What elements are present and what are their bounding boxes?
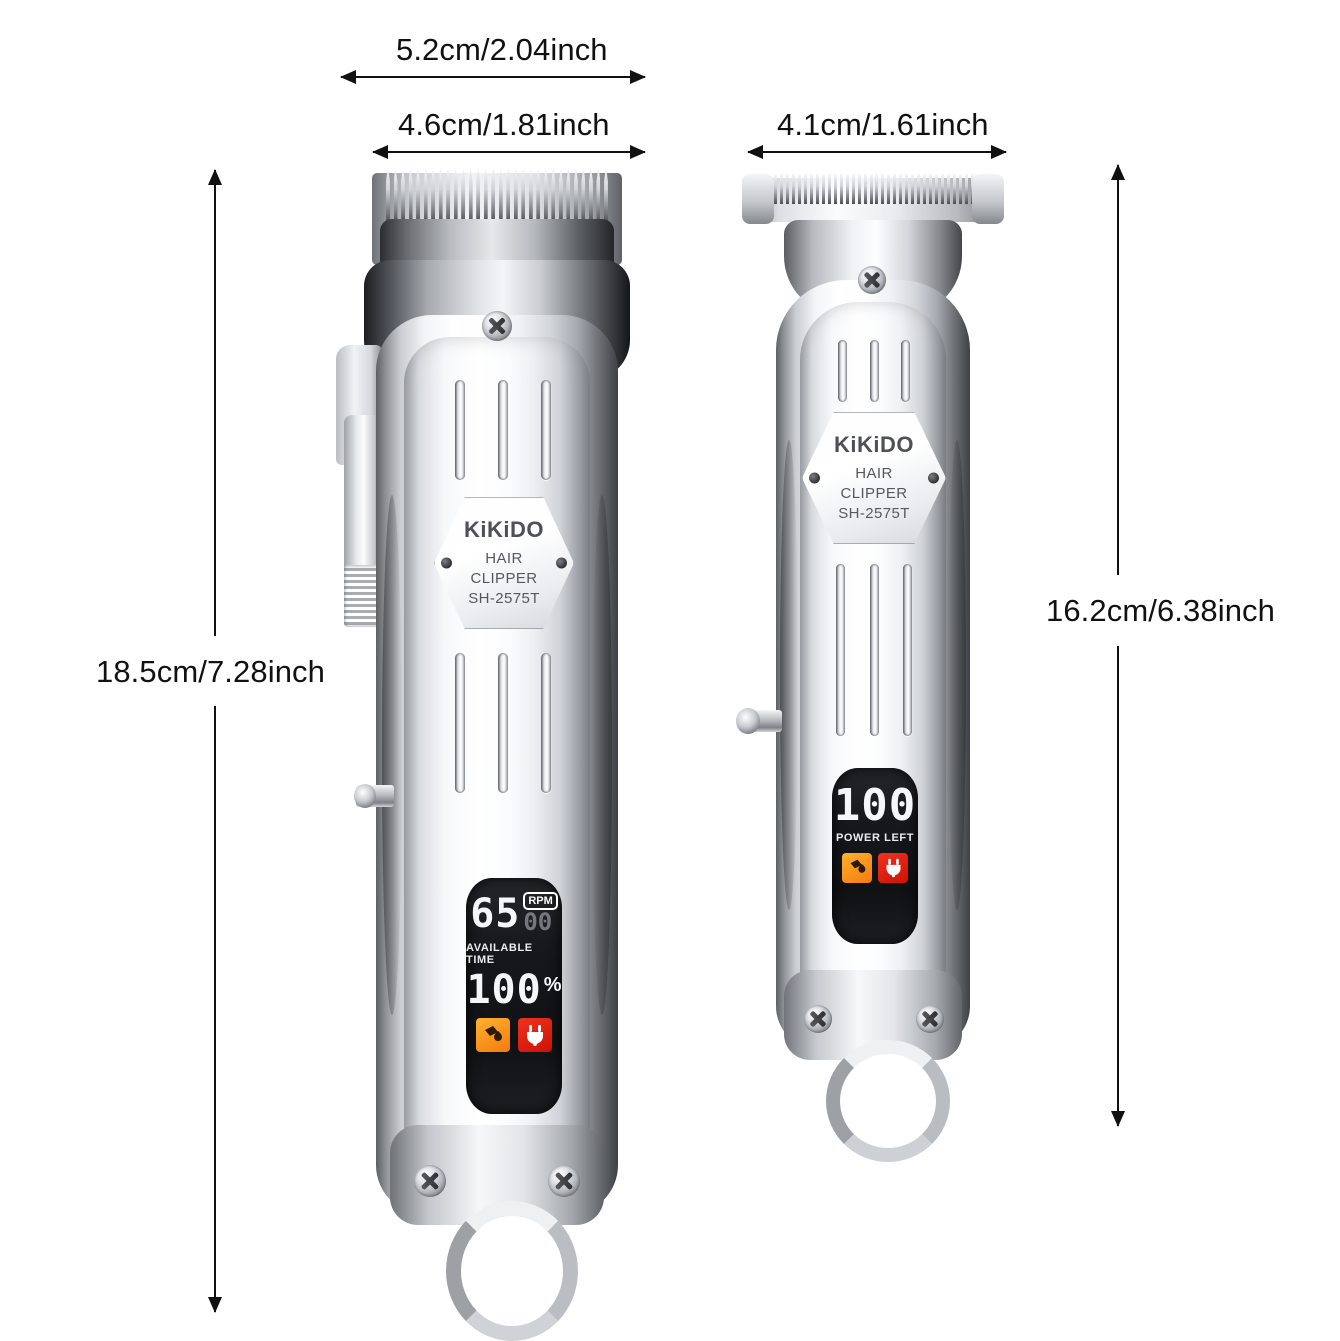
led-rpm-unit: RPM [523,892,558,910]
vent-slot [836,564,845,736]
trimmer-bottom-screw-left [804,1005,832,1033]
dimension-arrow-clipper-height-lower [214,706,216,1312]
dimension-arrow-clipper-blade-width [373,151,645,153]
trimmer-upper-vent-slots [838,340,910,402]
trimmer-hanging-loop [826,1040,950,1162]
badge-line-1: HAIR [855,465,893,482]
vent-slot [498,653,508,793]
t-blade-right-shoulder [972,174,1004,224]
dimension-arrow-trimmer-blade-width [748,151,1006,153]
badge-model-number: SH-2575T [838,505,910,522]
badge-rivet-left [441,557,452,569]
blade-teeth [386,167,608,223]
dimension-label-clipper-height: 18.5cm/7.28inch [96,654,325,689]
power-plug-icon [878,852,908,883]
badge-rivet-left [809,472,820,484]
bottom-screw-right [548,1165,580,1197]
body-contour-right [592,495,612,1015]
dimension-arrow-clipper-top-width [341,76,645,78]
vent-slot [455,653,465,793]
bottom-screw-left [414,1165,446,1197]
led-available-time-caption: AVAILABLE TIME [466,942,533,966]
badge-line-2: CLIPPER [470,570,538,587]
led-battery-row: 100 % [466,967,562,1013]
t-blade-teeth [774,174,974,204]
top-screw [482,311,512,341]
dimension-arrow-trimmer-height-lower [1117,646,1119,1126]
trimmer-top-screw [858,266,886,294]
trimmer-led-power-left-caption: POWER LEFT [835,831,915,844]
side-pin-cap [354,784,376,808]
led-speed-trailing: 00 [523,908,553,936]
badge-line-1: HAIR [485,550,523,567]
vent-slot [541,380,551,480]
t-blade-left-shoulder [742,174,774,224]
badge-line-2: CLIPPER [840,485,908,502]
trimmer-led-battery-row: 100 [833,780,917,831]
badge-brand-name: KiKiDO [464,517,544,542]
dimension-label-trimmer-height: 16.2cm/6.38inch [1046,593,1275,628]
trimmer-led-display: 100 POWER LEFT [832,768,918,944]
taper-lever-grip[interactable] [344,565,382,627]
dimension-label-clipper-blade-width: 4.6cm/1.81inch [398,107,610,142]
badge-brand-name: KiKiDO [834,432,914,457]
vent-slot [838,340,847,402]
vent-slot [903,564,912,736]
badge-rivet-right [928,472,939,484]
product-hair-clipper[interactable]: KiKiDO HAIR CLIPPER SH-2575T 65 RPM 00 [330,165,660,1341]
trimmer-side-pin-cap [736,708,760,734]
vent-slot [498,380,508,480]
vent-slot [455,380,465,480]
led-status-icons [476,1018,552,1052]
trimmer-blade-assembly [742,160,1004,244]
trimmer-led-status-icons [842,852,908,883]
brand-badge: KiKiDO HAIR CLIPPER SH-2575T [434,497,574,629]
trimmer-lower-vent-slots [836,564,912,736]
badge-rivet-right [556,557,567,569]
dimension-label-trimmer-blade-width: 4.1cm/1.61inch [777,107,989,142]
trimmer-led-battery-value: 100 [833,780,917,831]
led-speed-value: 65 [470,891,521,937]
dimension-arrow-trimmer-height-upper [1117,165,1119,575]
dimension-arrow-clipper-height-upper [214,170,216,636]
trimmer-contour-right [948,440,966,910]
trimmer-brand-badge: KiKiDO HAIR CLIPPER SH-2575T [802,412,946,544]
dimension-label-clipper-top-width: 5.2cm/2.04inch [396,32,608,67]
vent-slot [869,340,879,402]
vent-slot [541,653,551,793]
oil-drop-icon [842,852,872,883]
vent-slot [869,564,879,736]
upper-vent-slots [455,380,551,480]
vent-slot [901,340,910,402]
hanging-loop [446,1201,578,1341]
product-hair-trimmer[interactable]: KiKiDO HAIR CLIPPER SH-2575T 100 POWER L… [728,160,1018,1162]
led-battery-unit: % [543,974,562,996]
led-display: 65 RPM 00 AVAILABLE TIME 100 % [466,878,562,1114]
lower-vent-slots [455,653,551,793]
badge-model-number: SH-2575T [468,590,540,607]
body-contour-left [382,495,402,1015]
trimmer-contour-left [780,440,798,910]
trimmer-bottom-screw-right [916,1005,944,1033]
oil-drop-icon [476,1018,510,1052]
led-battery-value: 100 [466,967,542,1013]
power-plug-icon [518,1018,552,1052]
led-speed-row: 65 RPM 00 [470,892,558,940]
